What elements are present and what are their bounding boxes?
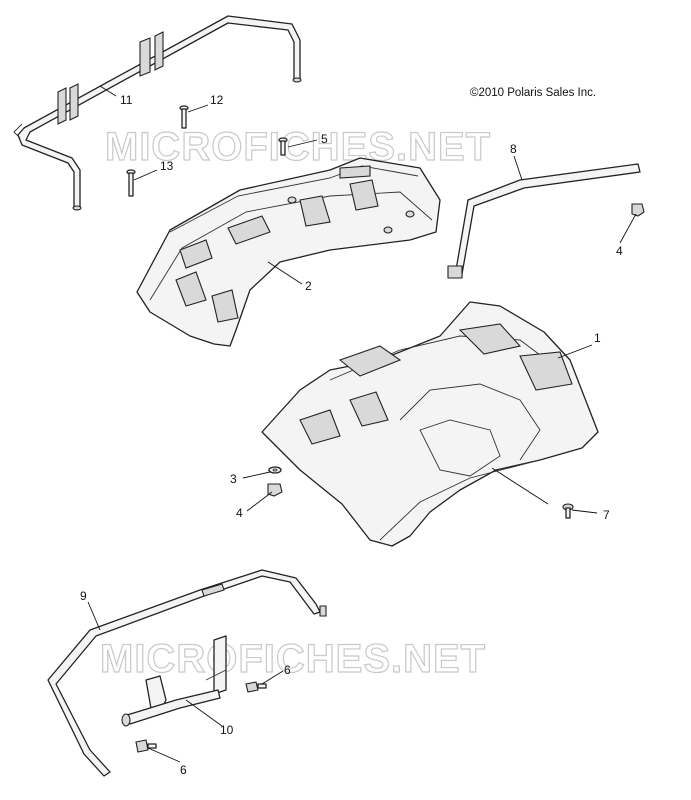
part-12-bolt[interactable] [179,105,189,129]
callout-3: 3 [230,472,237,486]
part-3-washer[interactable] [268,466,282,474]
part-11-rack-rail[interactable] [13,15,302,211]
callout-6-upper: 6 [284,663,291,677]
callout-4-lower: 4 [236,506,243,520]
watermark-top: MICROFICHES.NET [105,125,491,169]
part-4-nut-upper[interactable] [631,203,645,217]
callout-10: 10 [220,723,234,737]
part-10-bracket[interactable] [121,635,227,727]
part-4-nut-lower[interactable] [267,483,283,497]
callout-12: 12 [210,93,224,107]
part-9-lower-rail[interactable] [47,569,327,777]
part-7-rivet[interactable] [562,503,574,519]
callout-1: 1 [594,331,601,345]
callout-8: 8 [510,142,517,156]
leader-lines [87,85,637,763]
callout-9: 9 [80,589,87,603]
callout-5: 5 [321,132,328,146]
callout-13: 13 [160,159,174,173]
callout-2: 2 [305,279,312,293]
callout-6-lower: 6 [180,763,187,777]
part-8-side-rail[interactable] [447,163,641,279]
part-1-rear-cab[interactable] [261,301,599,547]
watermark-bottom: MICROFICHES.NET [100,637,486,681]
callout-7: 7 [603,508,610,522]
part-13-bolt[interactable] [126,169,136,197]
part-2-rear-rack[interactable] [136,157,441,347]
part-6-bolt-upper[interactable] [245,681,267,693]
callout-11: 11 [120,93,133,107]
copyright-text: ©2010 Polaris Sales Inc. [470,87,596,99]
callout-4-upper: 4 [616,244,623,258]
part-6-bolt-lower[interactable] [135,739,157,753]
part-5-bolt[interactable] [278,137,288,156]
